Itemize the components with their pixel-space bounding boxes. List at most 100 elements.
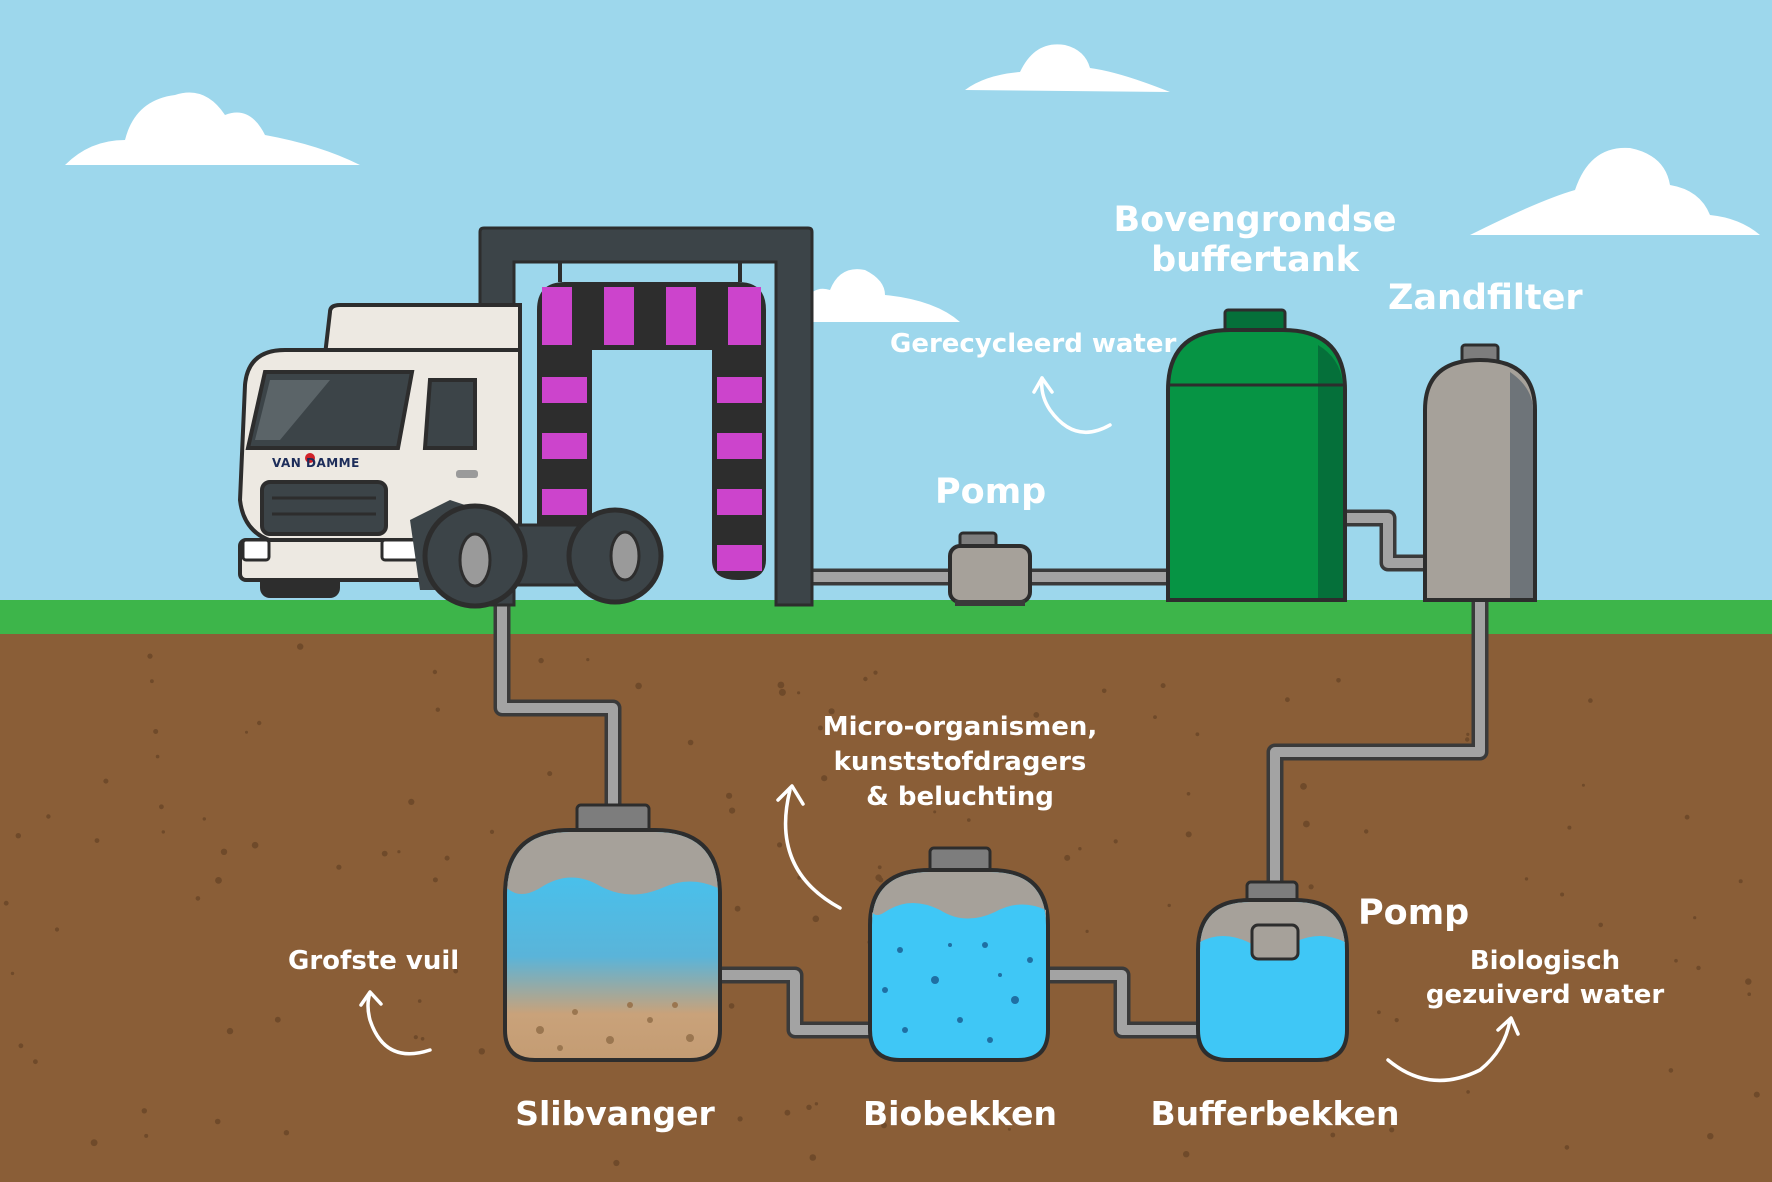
soil-speck: [1394, 1018, 1399, 1023]
pump-icon: [1250, 923, 1300, 961]
soil-speck: [1007, 1127, 1011, 1131]
soil-speck: [784, 1109, 791, 1116]
soil-speck: [1285, 697, 1290, 703]
soil-speck: [806, 1104, 812, 1111]
soil-speck: [147, 653, 153, 659]
soil-speck: [1567, 825, 1572, 830]
soil-speck: [1300, 783, 1307, 790]
soil-speck: [812, 915, 820, 923]
soil-speck: [150, 679, 154, 684]
soil-speck: [1153, 715, 1157, 719]
soil-speck: [737, 1116, 743, 1122]
recycled-water-label: Gerecycleerd water: [890, 329, 1177, 359]
soil-speck: [1601, 960, 1606, 965]
soil-speck: [1693, 916, 1697, 920]
soil-speck: [15, 833, 21, 839]
soil-speck: [1364, 829, 1369, 834]
soil-speck: [1166, 1103, 1171, 1108]
soil-speck: [1033, 712, 1040, 718]
soil-speck: [18, 1043, 24, 1049]
soil-speck: [538, 657, 544, 664]
soil-speck: [933, 810, 937, 814]
pump-top-label: Pomp: [935, 472, 1047, 512]
soil-speck: [3, 900, 9, 906]
buffer-tank-label-line1: Bovengrondse: [1113, 200, 1397, 240]
truck-brand-logo: VAN DAMME: [272, 456, 360, 470]
soil-speck: [141, 1108, 147, 1114]
soil-speck: [161, 830, 165, 834]
bio-basin-label: Biobekken: [862, 1094, 1058, 1133]
soil-speck: [777, 681, 785, 689]
soil-speck: [1466, 732, 1470, 737]
tank-icon: [1166, 308, 1347, 602]
soil-speck: [1684, 814, 1690, 820]
soil-speck: [214, 1118, 221, 1125]
soil-speck: [726, 792, 733, 799]
sludge-trap-label: Slibvanger: [515, 1094, 715, 1133]
cloud-icon: [965, 44, 1170, 92]
soil-speck: [1183, 1151, 1190, 1158]
soil-speck: [159, 804, 164, 810]
bio-clean-line1: Biologisch: [1469, 946, 1621, 976]
soil-speck: [869, 764, 875, 770]
soil-speck: [453, 968, 459, 974]
soil-speck: [381, 850, 388, 857]
sludge-trap-tank: [503, 803, 722, 1062]
soil-speck: [297, 643, 304, 650]
pump-icon: [948, 531, 1032, 606]
soil-speck: [432, 877, 438, 883]
coarse-dirt-label: Grofste vuil: [288, 946, 460, 976]
soil-speck: [1524, 877, 1529, 881]
soil-speck: [729, 807, 736, 814]
soil-speck: [1185, 831, 1192, 838]
soil-speck: [1085, 929, 1089, 934]
soil-speck: [408, 798, 415, 806]
cloud-icon: [65, 92, 360, 165]
soil-speck: [1160, 683, 1166, 689]
soil-speck: [809, 1154, 817, 1161]
soil-speck: [1696, 965, 1701, 971]
soil-speck: [1598, 922, 1603, 928]
soil-speck: [435, 707, 440, 712]
buffer-tank-label: Bovengrondse buffertank: [1105, 200, 1405, 281]
soil-speck: [1167, 903, 1171, 908]
buffer-basin-tank: [1196, 880, 1349, 1062]
buffer-tank-label-line2: buffertank: [1151, 240, 1359, 281]
soil-speck: [413, 1035, 418, 1040]
soil-speck: [1186, 792, 1191, 796]
soil-speck: [828, 708, 835, 715]
soil-speck: [1389, 1127, 1395, 1133]
soil-speck: [46, 814, 51, 819]
soil-speck: [245, 730, 248, 734]
soil-speck: [155, 754, 160, 759]
soil-speck: [432, 669, 438, 675]
arrow-icon: [776, 784, 842, 910]
soil-speck: [1466, 1090, 1470, 1094]
tank-icon: [1423, 343, 1537, 602]
soil-speck: [873, 670, 878, 675]
soil-speck: [202, 817, 206, 821]
soil-speck: [10, 971, 15, 976]
pump-bottom-label: Pomp: [1358, 893, 1470, 933]
soil-speck: [90, 1139, 98, 1147]
soil-speck: [54, 927, 60, 932]
soil-speck: [417, 999, 422, 1003]
soil-speck: [1560, 892, 1565, 897]
soil-speck: [1668, 1068, 1674, 1073]
soil-speck: [1064, 854, 1071, 861]
soil-speck: [1753, 1091, 1760, 1098]
soil-speck: [444, 855, 450, 861]
soil-speck: [420, 1037, 425, 1041]
soil-speck: [1195, 732, 1200, 737]
arrow-icon: [359, 990, 432, 1056]
bio-clean-water-label: Biologisch gezuiverd water: [1405, 945, 1685, 1013]
soil-speck: [734, 905, 741, 912]
soil-speck: [1747, 992, 1751, 996]
soil-speck: [1581, 783, 1585, 787]
soil-speck: [878, 877, 884, 883]
cloud-icon: [1470, 147, 1760, 235]
soil-speck: [821, 775, 828, 782]
soil-speck: [1465, 737, 1470, 742]
